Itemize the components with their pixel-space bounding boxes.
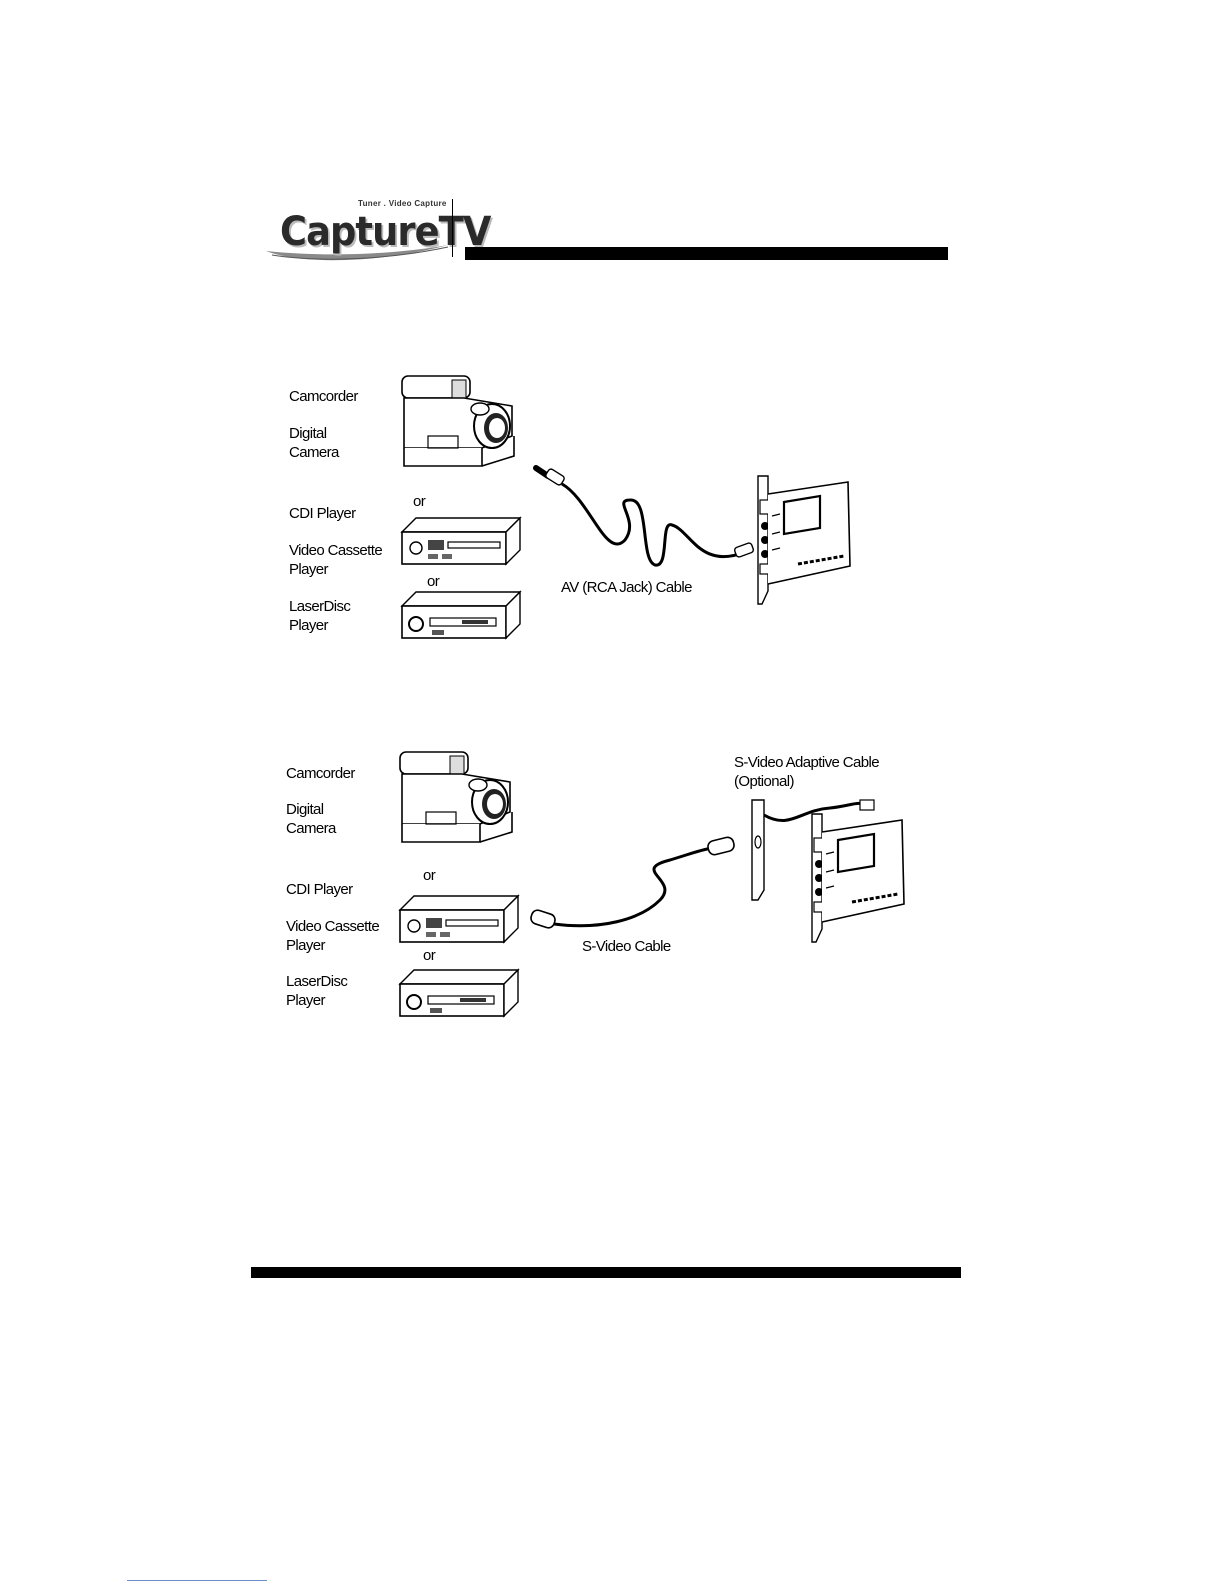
- vcr-icon-2: [400, 896, 518, 942]
- label-video-cassette-1: Video Cassette: [289, 541, 382, 560]
- label-or-3: or: [423, 866, 435, 885]
- label-laserdisc-1: LaserDisc: [289, 597, 350, 616]
- tv-tuner-card-icon-2: [812, 814, 904, 942]
- label-svideo-adapter-1: S-Video Adaptive Cable: [734, 753, 879, 772]
- tv-tuner-card-icon: [758, 476, 850, 604]
- label-video-cassette-2-2: Player: [286, 936, 325, 955]
- label-digital-camera-1: Digital: [289, 424, 326, 443]
- label-cdi-player-2: CDI Player: [286, 880, 353, 899]
- label-or: or: [413, 492, 425, 511]
- footer-bar: [251, 1267, 961, 1278]
- label-digital-camera-2: Camera: [289, 443, 339, 462]
- label-laserdisc-2-2: Player: [286, 991, 325, 1010]
- label-camcorder-2: Camcorder: [286, 764, 355, 783]
- label-svideo-cable: S-Video Cable: [582, 937, 671, 956]
- laserdisc-icon-2: [400, 970, 518, 1016]
- label-or-4: or: [423, 946, 435, 965]
- laserdisc-icon: [402, 592, 520, 638]
- label-laserdisc-2-1: LaserDisc: [286, 972, 347, 991]
- camcorder-icon: [402, 376, 514, 466]
- camcorder-icon-2: [400, 752, 512, 842]
- label-or-2: or: [427, 572, 439, 591]
- vcr-icon: [402, 518, 520, 564]
- label-camcorder: Camcorder: [289, 387, 358, 406]
- label-video-cassette-2: Player: [289, 560, 328, 579]
- label-video-cassette-2-1: Video Cassette: [286, 917, 379, 936]
- svideo-cable-icon: [529, 836, 735, 929]
- label-cdi-player: CDI Player: [289, 504, 356, 523]
- label-svideo-adapter-2: (Optional): [734, 772, 794, 791]
- label-digital-camera-2-1: Digital: [286, 800, 323, 819]
- label-digital-camera-2-2: Camera: [286, 819, 336, 838]
- label-laserdisc-2: Player: [289, 616, 328, 635]
- bottom-rule: [127, 1580, 267, 1581]
- label-av-cable: AV (RCA Jack) Cable: [561, 578, 692, 597]
- rca-cable-icon: [536, 468, 754, 565]
